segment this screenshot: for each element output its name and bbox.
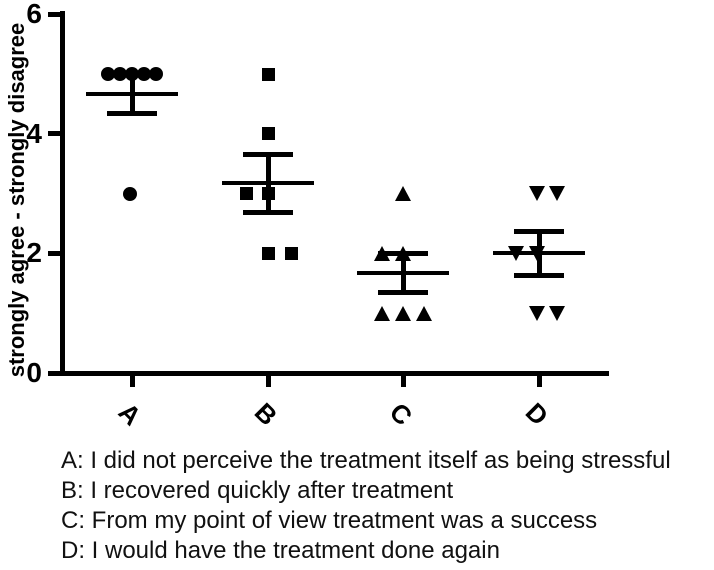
x-axis-tick: [129, 376, 135, 387]
y-tick-label: 6: [26, 0, 42, 30]
x-category-label: B: [249, 396, 284, 431]
data-point-triangle-up: [373, 305, 390, 321]
data-point-square: [261, 187, 275, 201]
mean-line: [86, 91, 178, 96]
data-point-triangle-up: [394, 186, 411, 202]
y-axis-tick: [48, 370, 62, 376]
error-bar-cap-bottom: [107, 110, 157, 116]
data-point-triangle-down: [548, 186, 565, 202]
data-point-triangle-up: [394, 245, 411, 261]
data-point-circle: [149, 67, 163, 81]
data-point-square: [284, 246, 298, 260]
data-point-triangle-up: [373, 245, 390, 261]
mean-line: [357, 271, 449, 276]
y-axis-tick: [48, 11, 62, 17]
data-point-triangle-down: [548, 305, 565, 321]
error-bar-cap-top: [514, 228, 564, 234]
y-axis-line: [60, 11, 65, 376]
error-bar-cap-bottom: [514, 273, 564, 279]
y-axis-tick: [48, 250, 62, 256]
error-bar-cap-bottom: [378, 290, 428, 296]
x-axis-tick: [400, 376, 406, 387]
y-tick-label: 4: [26, 117, 42, 149]
data-point-circle: [137, 67, 151, 81]
error-bar-cap-top: [243, 152, 293, 158]
error-bar-cap-bottom: [243, 209, 293, 215]
data-point-circle: [125, 67, 139, 81]
x-axis-tick: [265, 376, 271, 387]
y-tick-label: 0: [26, 357, 42, 388]
caption-line: A: I did not perceive the treatment itse…: [61, 447, 671, 474]
caption-line: B: I recovered quickly after treatment: [61, 477, 454, 504]
data-point-triangle-down: [528, 245, 545, 261]
data-point-circle: [101, 67, 115, 81]
x-category-label: D: [520, 396, 555, 431]
x-category-label: A: [113, 396, 148, 431]
data-point-triangle-down: [528, 305, 545, 321]
data-point-square: [261, 67, 275, 81]
data-point-circle: [113, 67, 127, 81]
x-axis-line: [60, 371, 609, 376]
data-point-square: [261, 127, 275, 141]
data-point-triangle-up: [415, 305, 432, 321]
data-point-square: [261, 246, 275, 260]
x-axis-tick: [536, 376, 542, 387]
mean-line: [222, 181, 314, 186]
y-tick-label: 2: [26, 237, 42, 269]
caption-line: C: From my point of view treatment was a…: [61, 507, 598, 534]
caption-block: A: I did not perceive the treatment itse…: [61, 446, 671, 566]
caption-line: D: I would have the treatment done again: [61, 537, 500, 564]
data-point-square: [239, 187, 253, 201]
data-point-triangle-up: [394, 305, 411, 321]
x-category-label: C: [384, 396, 419, 431]
data-point-triangle-down: [507, 245, 524, 261]
data-point-circle: [123, 186, 137, 201]
y-axis-tick: [48, 131, 62, 137]
data-point-triangle-down: [528, 186, 545, 202]
